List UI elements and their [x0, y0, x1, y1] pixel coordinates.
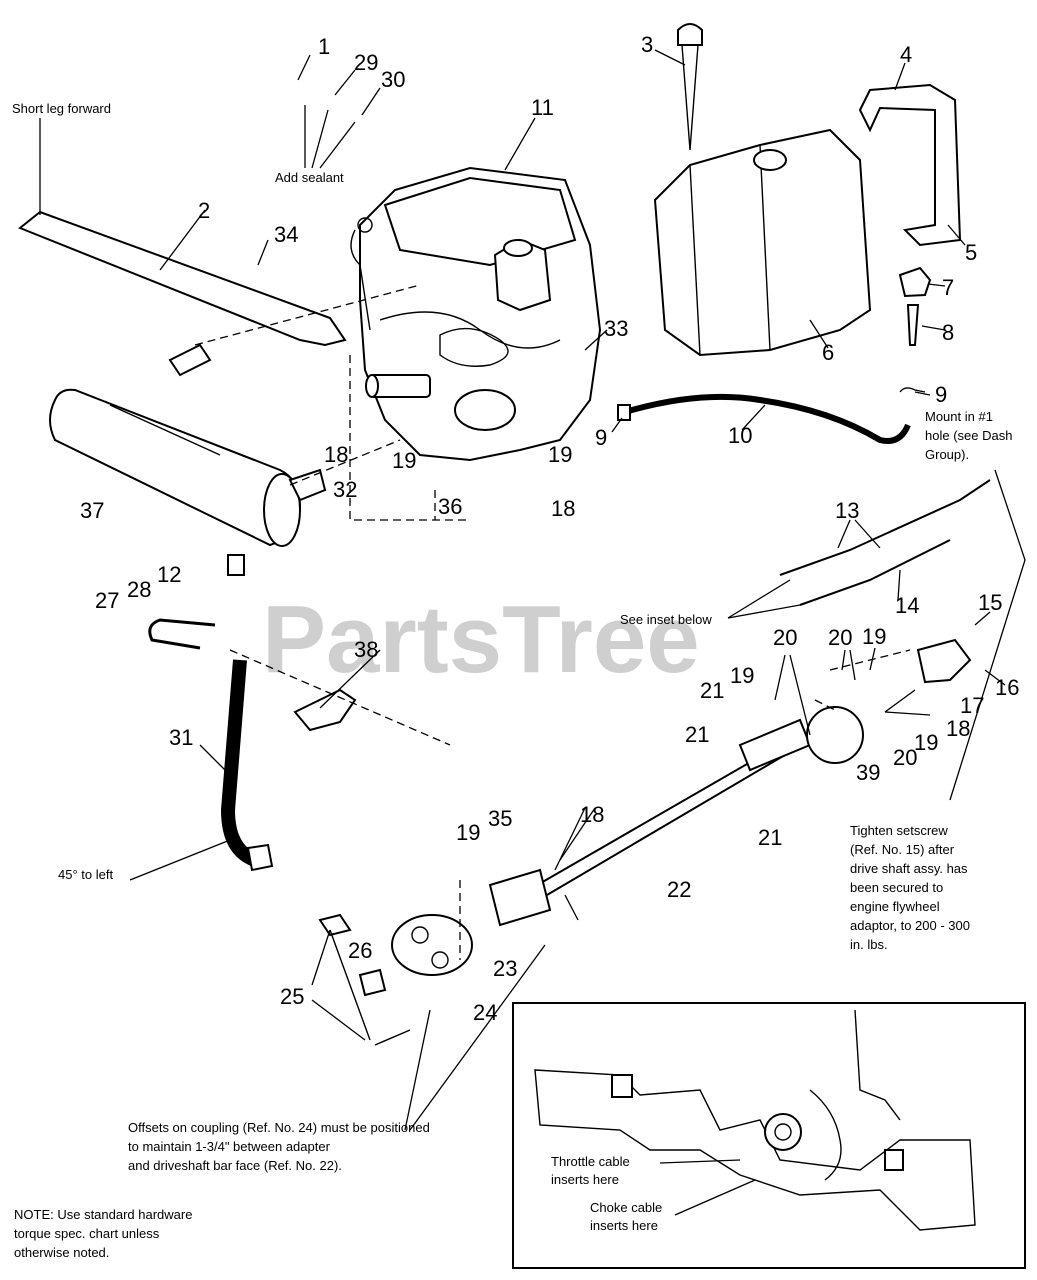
- throttle-cable: [799, 539, 951, 606]
- note-add-sealant: Add sealant: [275, 170, 344, 185]
- part-num-21a: 21: [700, 678, 724, 703]
- part-num-18d: 18: [580, 802, 604, 827]
- part-num-15: 15: [978, 590, 1002, 615]
- part-num-1: 1: [318, 34, 330, 59]
- part-num-33: 33: [604, 316, 628, 341]
- part-num-19f: 19: [456, 820, 480, 845]
- part-num-20a: 20: [773, 625, 797, 650]
- part-num-32: 32: [333, 477, 357, 502]
- part-num-39: 39: [856, 760, 880, 785]
- part-num-19b: 19: [548, 442, 572, 467]
- note-choke-1: Choke cable: [590, 1200, 662, 1215]
- part-num-22: 22: [667, 877, 691, 902]
- part-num-13: 13: [835, 498, 859, 523]
- choke-cable: [779, 479, 991, 576]
- part-num-21b: 21: [685, 722, 709, 747]
- note-tighten-6: adaptor, to 200 - 300: [850, 918, 970, 933]
- muffler-illustration: [49, 343, 327, 576]
- part-num-12: 12: [157, 562, 181, 587]
- note-see-inset: See inset below: [620, 612, 712, 627]
- part-num-19c: 19: [730, 663, 754, 688]
- part-num-19d: 19: [862, 624, 886, 649]
- fuel-line: [624, 393, 911, 444]
- annotations: Short leg forward Add sealant Mount in #…: [12, 101, 1012, 1260]
- note-45-deg: 45° to left: [58, 867, 113, 882]
- part-num-30: 30: [381, 67, 405, 92]
- part-num-31: 31: [169, 725, 193, 750]
- part-num-28: 28: [127, 577, 151, 602]
- note-mount-1: Mount in #1: [925, 409, 993, 424]
- part-num-14: 14: [895, 593, 919, 618]
- note-offsets-1: Offsets on coupling (Ref. No. 24) must b…: [128, 1120, 430, 1135]
- part-num-18c: 18: [946, 716, 970, 741]
- note-offsets-2: to maintain 1-3/4" between adapter: [128, 1139, 331, 1154]
- part-num-9a: 9: [935, 382, 947, 407]
- note-throttle-2: inserts here: [551, 1172, 619, 1187]
- part-num-10: 10: [728, 423, 752, 448]
- part-num-34: 34: [274, 222, 298, 247]
- part-num-16: 16: [995, 675, 1019, 700]
- inset-box: [512, 1002, 1026, 1269]
- part-num-18a: 18: [324, 442, 348, 467]
- part-num-23: 23: [493, 956, 517, 981]
- part-num-36: 36: [438, 494, 462, 519]
- note-torque-2: torque spec. chart unless: [14, 1226, 160, 1241]
- part-num-35: 35: [488, 806, 512, 831]
- note-tighten-2: (Ref. No. 15) after: [850, 842, 955, 857]
- part-num-21c: 21: [758, 825, 782, 850]
- part-num-20b: 20: [828, 625, 852, 650]
- part-num-27: 27: [95, 588, 119, 613]
- note-tighten-1: Tighten setscrew: [850, 823, 948, 838]
- part-num-9b: 9: [595, 425, 607, 450]
- part-num-29: 29: [354, 50, 378, 75]
- note-offsets-3: and driveshaft bar face (Ref. No. 22).: [128, 1158, 342, 1173]
- dashed-lines: [194, 284, 911, 960]
- part-num-26: 26: [348, 938, 372, 963]
- part-num-6: 6: [822, 340, 834, 365]
- u-bolt: [148, 618, 216, 650]
- leader-lines: [39, 49, 1026, 1216]
- part-num-5: 5: [965, 240, 977, 265]
- part-num-7: 7: [942, 275, 954, 300]
- part-num-18b: 18: [551, 496, 575, 521]
- part-num-24: 24: [473, 1000, 497, 1025]
- note-choke-2: inserts here: [590, 1218, 658, 1233]
- note-mount-2: hole (see Dash: [925, 428, 1012, 443]
- note-tighten-5: engine flywheel: [850, 899, 940, 914]
- note-tighten-3: drive shaft assy. has: [850, 861, 968, 876]
- note-mount-3: Group).: [925, 447, 969, 462]
- note-throttle-1: Throttle cable: [551, 1154, 630, 1169]
- part-num-3: 3: [641, 32, 653, 57]
- fuel-tank-illustration: [653, 23, 962, 393]
- part-num-37: 37: [80, 498, 104, 523]
- part-num-17: 17: [960, 693, 984, 718]
- note-torque-3: otherwise noted.: [14, 1245, 109, 1260]
- part-num-11: 11: [531, 95, 554, 120]
- part-num-38: 38: [354, 637, 378, 662]
- part-num-19a: 19: [392, 448, 416, 473]
- note-short-leg: Short leg forward: [12, 101, 111, 116]
- part-num-2: 2: [198, 198, 210, 223]
- part-num-8: 8: [942, 320, 954, 345]
- engine-illustration: [350, 166, 602, 462]
- note-tighten-7: in. lbs.: [850, 937, 888, 952]
- part-num-20c: 20: [893, 745, 917, 770]
- exhaust-pipe-end: [246, 843, 274, 872]
- part-num-19e: 19: [914, 730, 938, 755]
- fuel-line-clamp: [617, 404, 631, 421]
- note-tighten-4: been secured to: [850, 880, 943, 895]
- exhaust-bracket: [293, 688, 357, 732]
- part-num-4: 4: [900, 42, 912, 67]
- part-num-25: 25: [280, 984, 304, 1009]
- part-number-callouts: 1 2 3 4 5 6 7 8 9 9 10 11 12 13 14 15 16…: [80, 32, 1019, 1025]
- exhaust-pipe: [220, 659, 258, 867]
- watermark: PartsTree: [262, 586, 700, 693]
- note-torque-1: NOTE: Use standard hardware: [14, 1207, 192, 1222]
- drive-shaft-illustration: [318, 638, 972, 1046]
